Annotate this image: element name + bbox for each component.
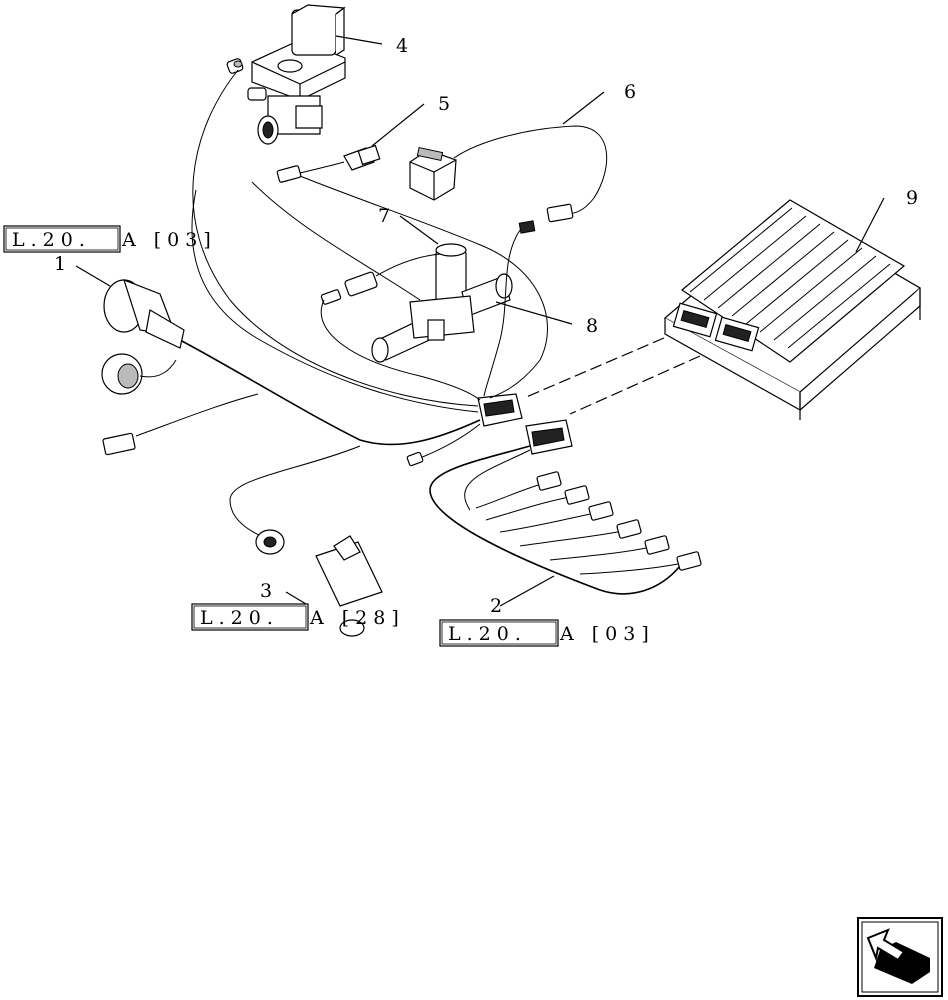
part-7-8-valve <box>371 243 513 363</box>
return-arrow-icon[interactable] <box>857 917 943 997</box>
callout-2: 2 <box>490 595 502 617</box>
part-3-switch <box>255 529 383 637</box>
part-5-sensor <box>276 144 381 183</box>
callout-8: 8 <box>586 315 598 337</box>
callout-9: 9 <box>906 187 918 209</box>
reference-suffix: A [28] <box>309 607 405 629</box>
callout-3: 3 <box>260 580 272 602</box>
callout-7: 7 <box>378 205 390 227</box>
branch-connectors <box>536 471 702 571</box>
part-6-connector <box>518 203 574 234</box>
harness-connector-b <box>525 419 573 455</box>
reference-box-text: L.20. <box>200 607 279 629</box>
part-4-connector <box>226 58 244 74</box>
part-6-relay <box>409 146 457 201</box>
reference-box-text: L.20. <box>12 229 91 251</box>
small-plug <box>406 451 424 467</box>
harness-connector-a <box>477 393 523 427</box>
reference-suffix: A [03] <box>559 623 655 645</box>
reference-box-text: L.20. <box>448 623 527 645</box>
callout-1: 1 <box>54 253 66 275</box>
part-4-solenoid-valve <box>247 4 346 145</box>
callout-4: 4 <box>396 35 408 57</box>
reference-top-left: L.20. A [03] <box>3 225 217 253</box>
callout-6: 6 <box>624 81 636 103</box>
reference-suffix: A [03] <box>121 229 217 251</box>
callout-5: 5 <box>438 93 450 115</box>
part-1-pigtail-connector <box>102 432 136 456</box>
part-9-ecu-module <box>663 199 922 420</box>
part-7-connector <box>320 271 378 305</box>
reference-mid-left: L.20. A [28] <box>191 603 405 631</box>
part-1-round-connector <box>101 278 185 395</box>
reference-mid-right: L.20. A [03] <box>439 619 655 647</box>
